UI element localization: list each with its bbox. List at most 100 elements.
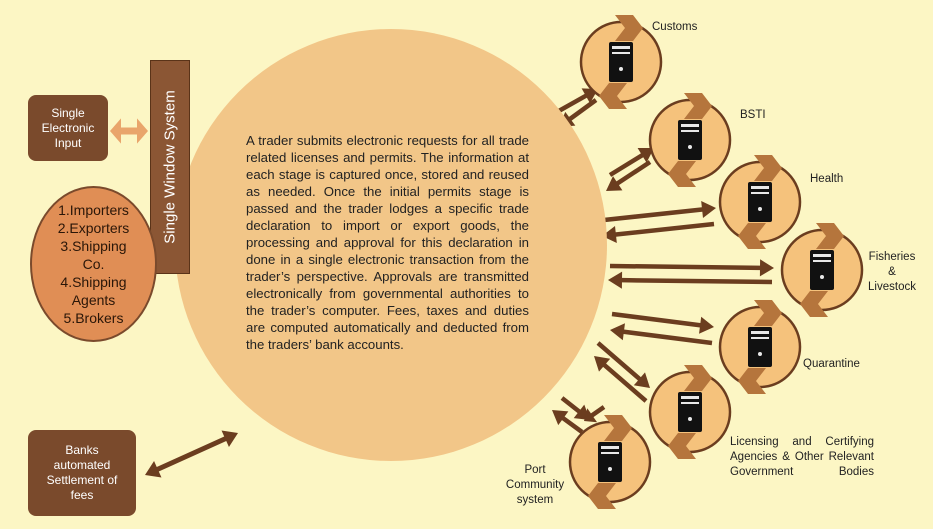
arrow-from-fisheries-livestock: [608, 271, 773, 289]
server-light: [820, 275, 824, 279]
server-slot: [681, 124, 699, 127]
agency-node-port-community: [568, 415, 652, 509]
circular-arrows-icon: [599, 15, 643, 109]
server-slot: [751, 337, 769, 339]
arrow-from-bsti: [606, 160, 652, 191]
server-slot: [601, 446, 619, 449]
agency-node-quarantine: [718, 300, 802, 394]
connector-pair-fisheries-livestock: [608, 259, 774, 289]
banks-double-arrow-icon: [145, 430, 238, 478]
banks-settlement-label: Banks automated Settlement of fees: [46, 443, 118, 502]
circular-arrows-icon: [588, 415, 632, 509]
single-window-system-bar: Single Window System: [150, 60, 190, 274]
connector-pair-bsti: [606, 148, 654, 191]
circular-arrows-icon: [738, 300, 782, 394]
arrow-to-fisheries-livestock: [609, 259, 774, 277]
agency-node-fisheries-livestock: [780, 223, 864, 317]
agency-label-licensing-certifying: Licensing and Certifying Agencies & Othe…: [730, 436, 874, 478]
server-icon: [609, 42, 633, 82]
connector-arrows: [110, 88, 774, 478]
agency-node-bsti: [648, 93, 732, 187]
arrow-to-port-community: [560, 396, 590, 420]
connector-pair-customs: [555, 88, 598, 127]
arrow-to-health: [603, 200, 716, 223]
circular-arrows-icon: [800, 223, 844, 317]
single-electronic-input-label: Single Electronic Input: [41, 105, 95, 150]
arrow-from-customs: [559, 98, 598, 127]
arrow-to-bsti: [608, 148, 654, 177]
server-slot: [681, 130, 699, 132]
connector-pair-port-community: [552, 396, 590, 434]
trade-stakeholders-list: 1.Importers 2.Exporters 3.Shipping Co. 4…: [57, 202, 130, 326]
server-light: [688, 417, 692, 421]
connector-pair-quarantine: [610, 311, 714, 346]
cycle-arrow-top: [816, 223, 844, 249]
cycle-arrow-top: [615, 15, 643, 41]
cycle-arrow-bottom: [738, 223, 766, 249]
server-slot: [681, 396, 699, 399]
trade-stakeholders-circle: 1.Importers 2.Exporters 3.Shipping Co. 4…: [30, 186, 157, 342]
cycle-arrow-bottom: [588, 483, 616, 509]
server-slot: [751, 331, 769, 334]
arrow-to-customs: [555, 88, 598, 114]
arrow-from-port-community: [552, 410, 584, 434]
server-slot: [612, 46, 630, 49]
server-icon: [678, 392, 702, 432]
agency-label-health: Health: [810, 173, 844, 185]
arrow-from-health: [602, 221, 715, 244]
cycle-arrow-bottom: [668, 161, 696, 187]
server-light: [758, 207, 762, 211]
server-icon: [810, 250, 834, 290]
server-slot: [751, 192, 769, 194]
server-slot: [612, 52, 630, 54]
server-slot: [813, 260, 831, 262]
circular-arrows-icon: [668, 93, 712, 187]
arrow-from-licensing-certifying: [594, 356, 648, 403]
arrow-from-quarantine: [610, 323, 713, 346]
arrow-to-quarantine: [611, 311, 714, 334]
server-light: [758, 352, 762, 356]
single-window-system-label: Single Window System: [161, 90, 179, 244]
server-icon: [678, 120, 702, 160]
server-icon: [748, 182, 772, 222]
cycle-arrow-bottom: [800, 291, 828, 317]
server-slot: [751, 186, 769, 189]
server-icon: [598, 442, 622, 482]
cycle-arrow-bottom: [738, 368, 766, 394]
circular-arrows-icon: [668, 365, 712, 459]
agency-nodes: [568, 15, 864, 509]
cycle-arrow-top: [684, 93, 712, 119]
agency-label-quarantine: Quarantine: [803, 358, 860, 370]
server-light: [688, 145, 692, 149]
arrow-extra-port-community: [584, 405, 606, 423]
agency-label-customs: Customs: [652, 21, 698, 33]
cycle-arrow-top: [684, 365, 712, 391]
circular-arrows-icon: [738, 155, 782, 249]
server-icon: [748, 327, 772, 367]
arrow-to-licensing-certifying: [596, 341, 650, 388]
server-slot: [681, 402, 699, 404]
agency-node-customs: [579, 15, 663, 109]
single-electronic-input-box: Single Electronic Input: [28, 95, 108, 161]
connector-pair-health: [602, 200, 716, 244]
server-light: [619, 67, 623, 71]
cycle-arrow-top: [754, 155, 782, 181]
server-light: [608, 467, 612, 471]
sei-double-arrow-icon: [110, 118, 148, 144]
agency-label-port-community: Port Community system: [505, 464, 565, 506]
agency-node-licensing-certifying: [648, 365, 732, 459]
connector-pair-licensing-certifying: [594, 341, 650, 403]
agency-label-fisheries-livestock: Fisheries & Livestock: [868, 251, 916, 293]
single-window-hub-circle: [175, 29, 607, 461]
banks-settlement-box: Banks automated Settlement of fees: [28, 430, 136, 516]
cycle-arrow-bottom: [599, 83, 627, 109]
cycle-arrow-top: [604, 415, 632, 441]
cycle-arrow-top: [754, 300, 782, 326]
single-window-description: A trader submits electronic requests for…: [246, 133, 529, 352]
agency-node-health: [718, 155, 802, 249]
cycle-arrow-bottom: [668, 433, 696, 459]
agency-label-bsti: BSTI: [740, 109, 766, 121]
server-slot: [601, 452, 619, 454]
server-slot: [813, 254, 831, 257]
